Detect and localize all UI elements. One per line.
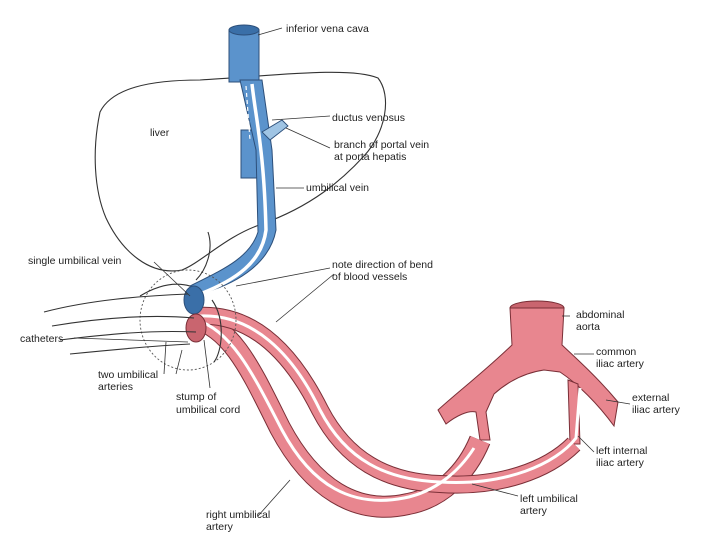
label-umbilical-vein: umbilical vein [306, 182, 369, 194]
label-left-internal-iliac-2: iliac artery [596, 457, 645, 469]
label-two-umbilical-arteries-2: arteries [98, 381, 133, 393]
label-note-direction: note direction of bend [332, 259, 433, 271]
catheter-lines [43, 293, 197, 355]
label-branch-portal-vein: branch of portal vein [334, 139, 429, 151]
label-left-umbilical-artery-2: artery [520, 505, 548, 517]
label-stump-2: umbilical cord [176, 404, 240, 416]
label-ductus-venosus: ductus venosus [332, 112, 405, 124]
label-external-iliac-2: iliac artery [632, 404, 681, 416]
stump-ring [139, 269, 237, 371]
abdominal-aorta-vessel [437, 307, 619, 441]
venous-system [189, 24, 289, 301]
label-branch-portal-vein-2: at porta hepatis [334, 151, 406, 163]
label-note-direction-2: of blood vessels [332, 271, 407, 283]
portal-vein-branch [261, 119, 289, 141]
label-abdominal-aorta: abdominal [576, 309, 624, 321]
label-inferior-vena-cava: inferior vena cava [286, 23, 369, 35]
liver-outline [94, 71, 387, 272]
arterial-catheter-left [199, 314, 582, 484]
label-common-iliac-2: iliac artery [596, 358, 645, 370]
label-stump: stump of [176, 391, 216, 403]
label-left-umbilical-artery: left umbilical [520, 493, 578, 505]
label-left-internal-iliac: left internal [596, 445, 647, 457]
label-catheters: catheters [20, 333, 63, 345]
arterial-system [189, 300, 619, 518]
arterial-catheter-right [195, 318, 476, 502]
umbilical-stump [139, 231, 237, 371]
inferior-vena-cava-vessel [228, 29, 260, 83]
label-right-umbilical-artery: right umbilical [206, 509, 270, 521]
venous-catheter-dashes [245, 85, 251, 141]
label-common-iliac: common [596, 346, 636, 358]
labels: inferior vena cava liver ductus venosus … [20, 23, 681, 533]
label-right-umbilical-artery-2: artery [206, 521, 234, 533]
ivc-opening [228, 24, 260, 36]
label-single-umbilical-vein: single umbilical vein [28, 255, 122, 267]
label-abdominal-aorta-2: aorta [576, 321, 600, 333]
label-two-umbilical-arteries: two umbilical [98, 369, 158, 381]
venous-catheter [199, 83, 268, 296]
label-liver: liver [150, 127, 170, 139]
leader-lines [73, 27, 631, 517]
label-external-iliac: external [632, 392, 669, 404]
